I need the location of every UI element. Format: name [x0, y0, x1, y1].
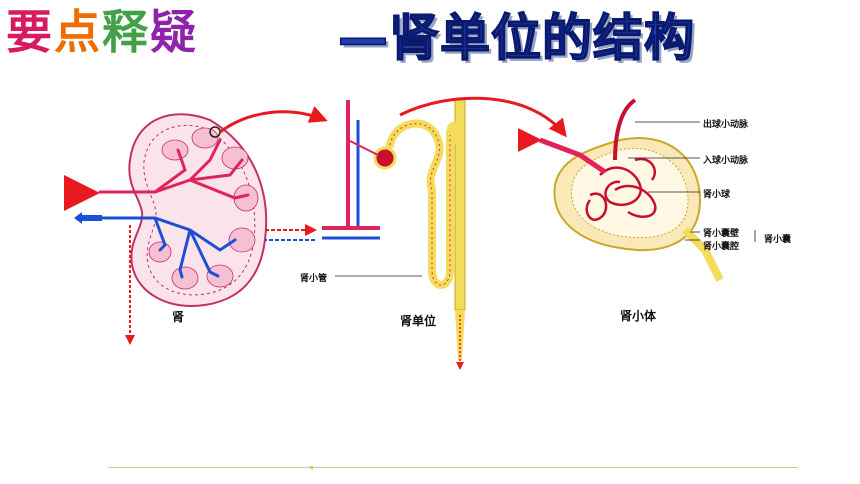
label-afferent-arteriole: 入球小动脉: [703, 156, 749, 166]
label-capsule-wall: 肾小囊壁: [703, 229, 740, 239]
caption-renal-corpuscle: 肾小体: [620, 309, 657, 323]
caption-nephron: 肾单位: [400, 314, 437, 328]
label-efferent-arteriole: 出球小动脉: [703, 120, 749, 130]
corpuscle-figure: [518, 98, 756, 282]
title-char-2: 点: [54, 5, 102, 59]
title-char-3: 释: [102, 5, 150, 59]
label-renal-tubule: 肾小管: [300, 274, 328, 284]
kidney-figure: [64, 113, 268, 345]
label-capsule-group: 肾小囊: [764, 235, 792, 245]
nephron-diagram: 肾 肾单位 肾小体 肾小管 出球小动脉 入球小动脉 肾小球 肾小囊壁 肾小囊腔 …: [60, 80, 820, 380]
nephron-figure: [265, 99, 466, 370]
title-sub: —肾单位的结构: [337, 8, 695, 68]
diagram-svg: [64, 96, 756, 370]
caption-kidney: 肾: [172, 310, 185, 324]
title-main: 要点释疑: [6, 0, 198, 62]
footer-divider-dot: [310, 466, 313, 469]
footer-divider: [108, 467, 798, 468]
label-glomerulus: 肾小球: [703, 190, 731, 200]
label-capsule-cavity: 肾小囊腔: [703, 242, 740, 252]
title-char-1: 要: [6, 5, 54, 59]
title-char-4: 疑: [150, 5, 198, 59]
